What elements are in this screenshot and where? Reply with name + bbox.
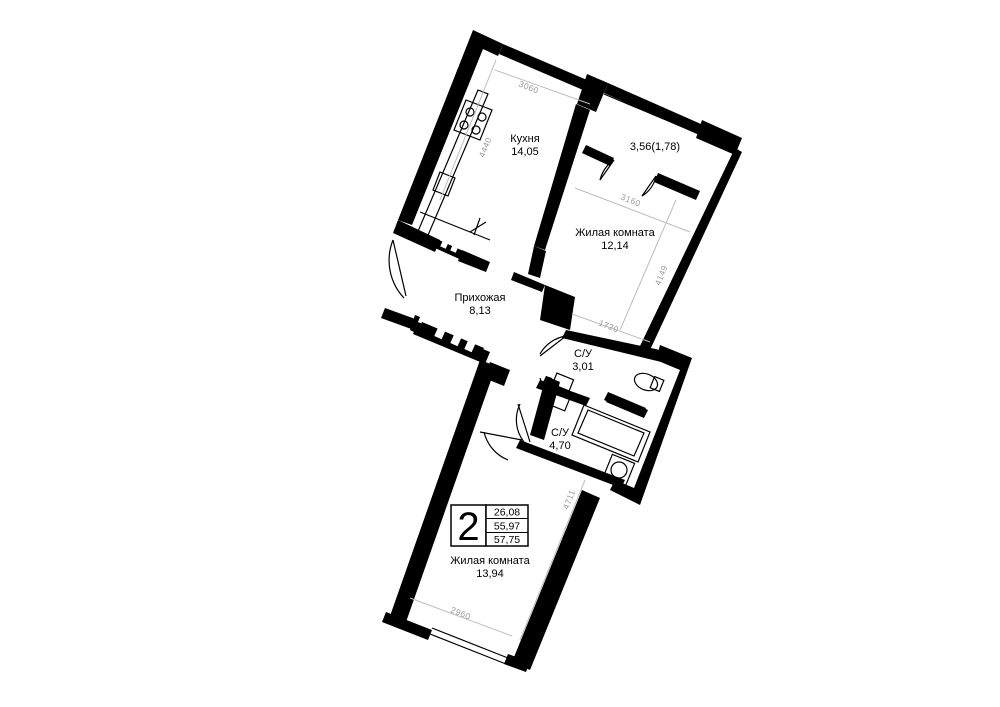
living1-name: Жилая комната <box>575 227 655 239</box>
bath2-name: С/У <box>551 427 570 439</box>
entrance-door <box>388 239 407 299</box>
kitchen-area: 14,05 <box>511 146 539 158</box>
rooms-count: 2 <box>457 505 479 549</box>
kitchen-radiator <box>426 236 470 262</box>
sink-1 <box>551 372 575 392</box>
total-area-with-balcony: 57,75 <box>494 534 520 546</box>
bathroom-walls <box>516 345 692 505</box>
dim-corridor-width: 1720 <box>597 318 620 335</box>
living2-name: Жилая комната <box>450 555 530 567</box>
living2-area: 13,94 <box>476 568 504 580</box>
bathtub <box>571 404 651 463</box>
living-area: 26,08 <box>494 507 520 519</box>
bathroom-doors <box>515 335 567 443</box>
balcony-walls <box>582 83 742 350</box>
dim-living2-length: 4711 <box>561 488 578 511</box>
bedroom2-walls <box>382 360 600 672</box>
dim-living1-length: 4149 <box>653 264 670 287</box>
bath1-name: С/У <box>574 348 593 360</box>
dim-living2-width: 2960 <box>449 605 472 622</box>
bath1-area: 3,01 <box>572 361 593 373</box>
sink-2 <box>547 390 571 412</box>
bedroom2-door <box>479 431 523 461</box>
hallway-area: 8,13 <box>469 305 490 317</box>
kitchen-counter <box>415 89 493 241</box>
washing-machine <box>602 453 636 487</box>
bath-radiator <box>604 392 646 416</box>
room-labels: Кухня 14,05 3,56(1,78) Жилая комната 12,… <box>450 133 680 580</box>
bath2-area: 4,70 <box>549 440 570 452</box>
toilet-1 <box>633 372 665 393</box>
kitchen-walls <box>393 30 608 292</box>
hallway-name: Прихожая <box>455 292 506 304</box>
balcony-area: 3,56(1,78) <box>630 141 680 153</box>
total-area: 55,97 <box>494 521 520 533</box>
kitchen-window <box>502 47 584 87</box>
living1-area: 12,14 <box>601 240 629 252</box>
balcony-door <box>599 159 657 197</box>
summary-box: 2 26,08 55,97 57,75 <box>450 504 529 549</box>
dim-kitchen-width: 3060 <box>517 79 540 96</box>
hallway-radiator <box>416 322 484 360</box>
dimension-lines <box>409 59 691 641</box>
balcony-window <box>603 89 707 137</box>
bedroom2-window <box>429 627 509 665</box>
kitchen-name: Кухня <box>510 133 539 145</box>
